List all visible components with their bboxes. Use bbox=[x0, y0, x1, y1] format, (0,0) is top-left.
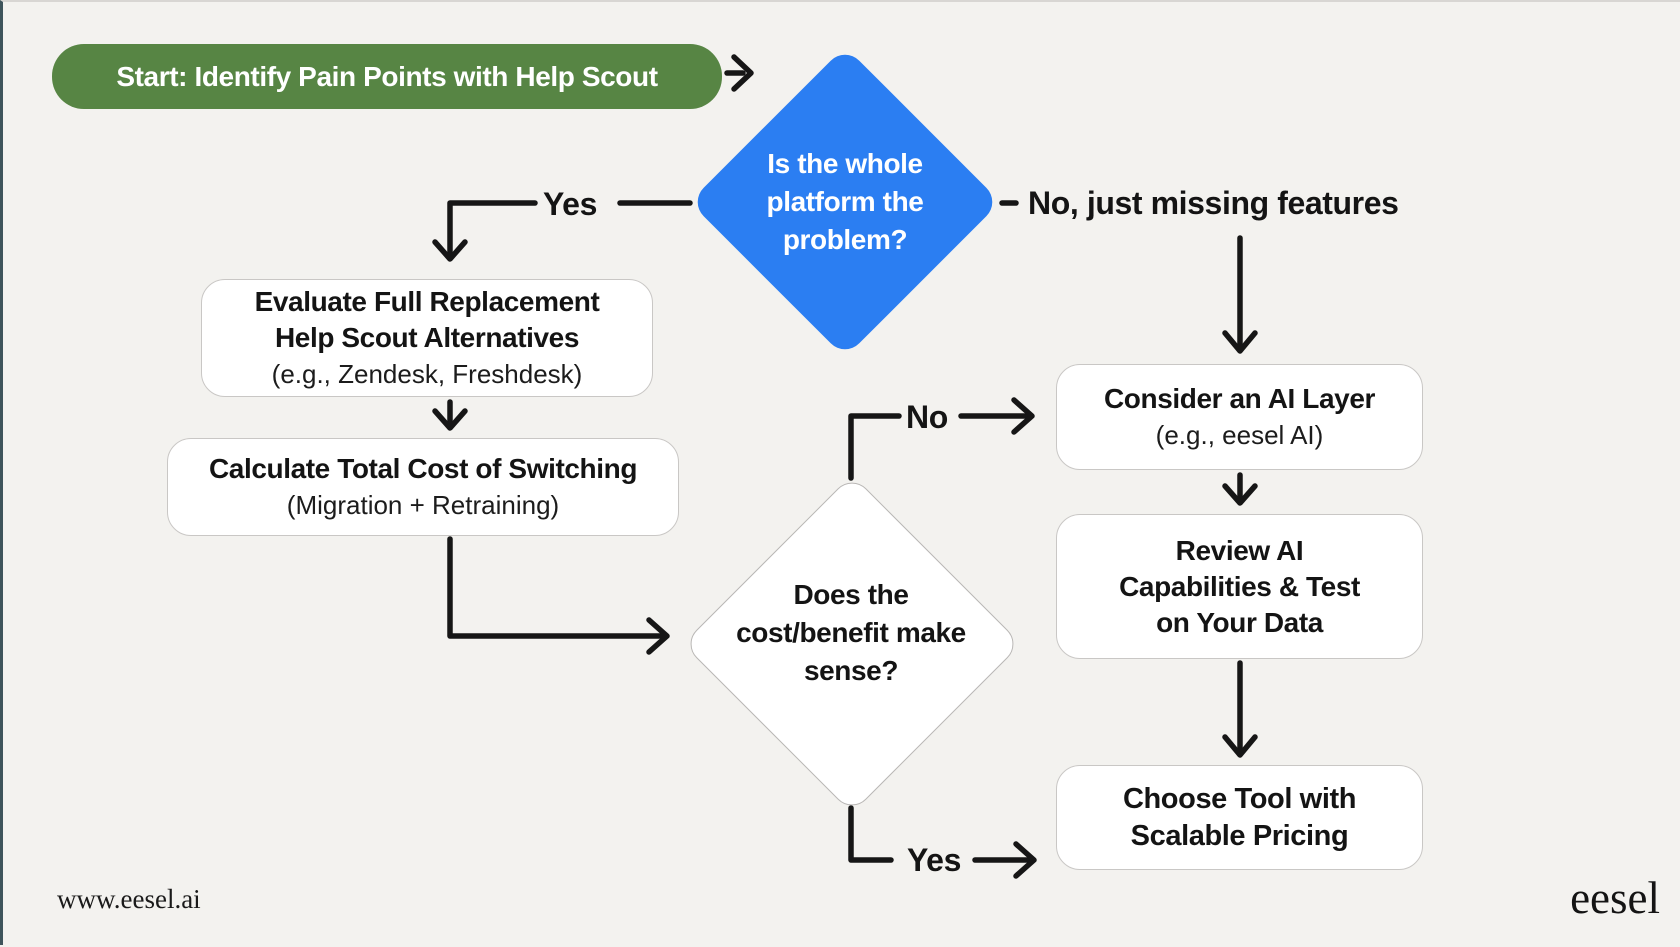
calculate-node: Calculate Total Cost of Switching (Migra… bbox=[167, 438, 679, 536]
calculate-line1: Calculate Total Cost of Switching bbox=[208, 453, 638, 484]
decision-platform-line2: platform the bbox=[766, 186, 924, 217]
arrow-calculate-to-costbenefit-head bbox=[646, 617, 670, 655]
consider-node: Consider an AI Layer (e.g., eesel AI) bbox=[1056, 364, 1423, 470]
arrow-review-to-choose-head bbox=[1222, 734, 1258, 758]
arrow-consider-to-review-head bbox=[1222, 483, 1258, 506]
decision-platform-text: Is the whole platform the problem? bbox=[695, 112, 995, 292]
choose-node: Choose Tool with Scalable Pricing bbox=[1056, 765, 1423, 870]
edge-label-yes-top: Yes bbox=[543, 186, 597, 222]
edge-label-no-features: No, just missing features bbox=[1028, 185, 1399, 221]
choose-line1: Choose Tool with bbox=[1122, 782, 1357, 815]
evaluate-line2: Help Scout Alternatives bbox=[274, 322, 580, 353]
arrow-start-to-platform-head bbox=[731, 54, 754, 92]
start-node-label: Start: Identify Pain Points with Help Sc… bbox=[116, 60, 658, 92]
decision-costbenefit-line2: cost/benefit make bbox=[736, 617, 966, 648]
line-calculate-to-costbenefit bbox=[447, 536, 666, 639]
line-costbenefit-to-no bbox=[848, 413, 902, 481]
line-costbenefit-to-yes bbox=[848, 805, 894, 863]
decision-costbenefit-line3: sense? bbox=[803, 655, 899, 686]
line-yes-to-evaluate bbox=[447, 200, 538, 257]
edge-label-yes-bottom: Yes bbox=[907, 842, 961, 878]
footer-url: www.eesel.ai bbox=[57, 884, 201, 914]
choose-line2: Scalable Pricing bbox=[1130, 819, 1349, 852]
connector-lines bbox=[432, 54, 1258, 879]
consider-line1: Consider an AI Layer bbox=[1103, 383, 1376, 414]
calculate-line2: (Migration + Retraining) bbox=[286, 490, 560, 520]
evaluate-line1: Evaluate Full Replacement bbox=[254, 286, 600, 317]
arrow-evaluate-to-calculate-head bbox=[432, 408, 468, 431]
arrow-nofeatures-to-consider-head bbox=[1222, 330, 1258, 354]
review-line3: on Your Data bbox=[1156, 606, 1323, 638]
decision-platform-line3: problem? bbox=[782, 224, 908, 255]
decision-costbenefit-line1: Does the bbox=[793, 579, 909, 610]
review-line2: Capabilities & Test bbox=[1119, 570, 1360, 602]
review-node: Review AI Capabilities & Test on Your Da… bbox=[1056, 514, 1423, 659]
arrow-no-to-consider-head bbox=[1011, 397, 1035, 435]
start-node: Start: Identify Pain Points with Help Sc… bbox=[52, 44, 722, 109]
decision-costbenefit-text: Does the cost/benefit make sense? bbox=[691, 547, 1011, 719]
edge-label-no-mid: No bbox=[906, 399, 948, 435]
arrow-yes-to-evaluate-head bbox=[432, 239, 468, 262]
review-line1: Review AI bbox=[1175, 534, 1304, 566]
consider-line2: (e.g., eesel AI) bbox=[1155, 420, 1324, 450]
evaluate-node: Evaluate Full Replacement Help Scout Alt… bbox=[201, 279, 653, 397]
arrow-yes-to-choose-head bbox=[1013, 841, 1037, 879]
decision-platform-line1: Is the whole bbox=[767, 148, 923, 179]
evaluate-line3: (e.g., Zendesk, Freshdesk) bbox=[271, 359, 583, 389]
eesel-logo: eesel bbox=[1570, 873, 1660, 923]
